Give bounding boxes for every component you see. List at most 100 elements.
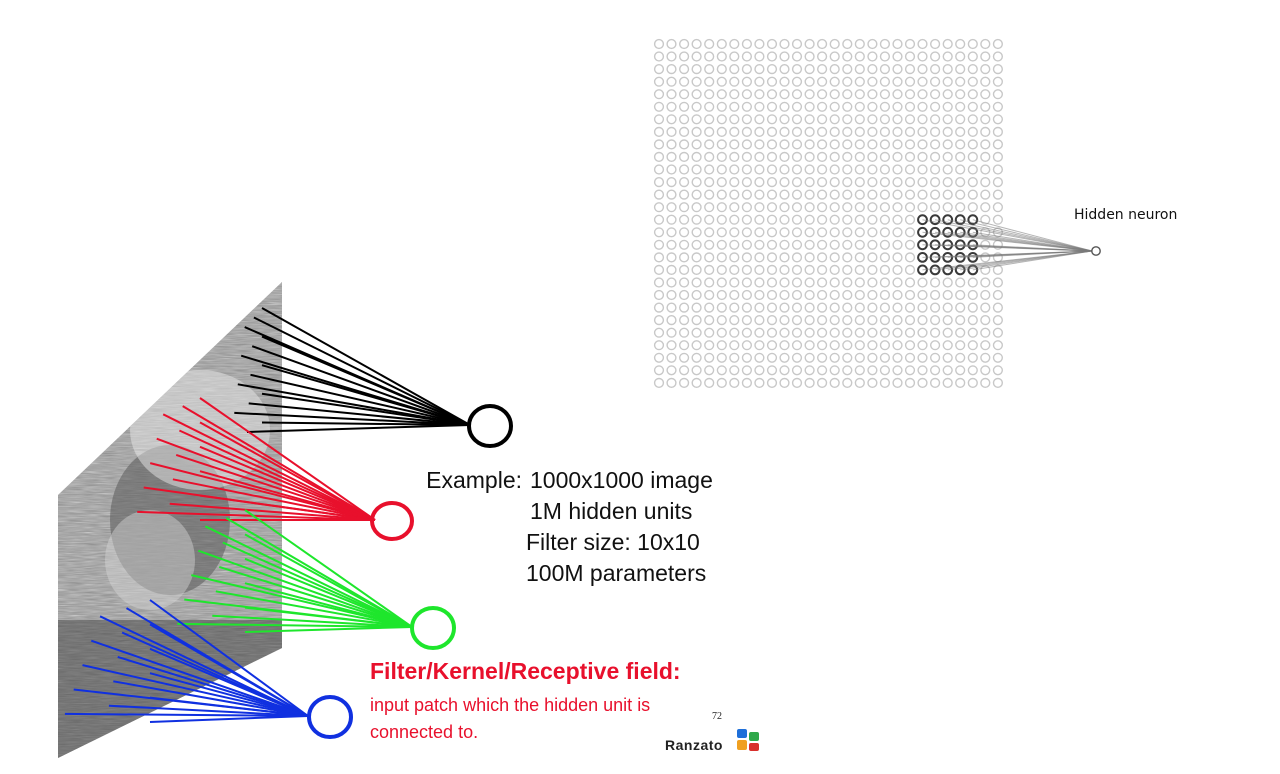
input-neuron [854, 264, 865, 276]
input-neuron [791, 252, 803, 263]
filter-description-line1: input patch which the hidden unit is [370, 695, 651, 715]
connection-line [177, 622, 413, 628]
input-neuron [879, 101, 891, 112]
input-neuron [955, 139, 966, 150]
input-neuron [754, 89, 765, 100]
input-neuron [867, 315, 878, 326]
input-neuron [980, 340, 991, 351]
input-neuron [992, 89, 1004, 100]
receptive-patch-neuron [929, 226, 941, 238]
input-neuron [929, 302, 941, 313]
input-neuron [754, 139, 765, 150]
connection-line [261, 421, 471, 426]
input-neuron [754, 164, 765, 175]
connection-line [117, 655, 309, 717]
input-neuron [766, 114, 778, 125]
input-neuron [967, 327, 978, 338]
input-neuron [867, 89, 878, 100]
input-neuron [980, 51, 991, 62]
connection-line [261, 307, 471, 426]
input-neuron [791, 63, 803, 75]
input-neuron [980, 214, 991, 225]
input-neuron [980, 63, 991, 75]
patch-link [960, 219, 1093, 252]
input-neuron [917, 177, 928, 188]
input-neuron [766, 202, 778, 213]
connection-line [244, 626, 413, 633]
input-neuron [716, 302, 727, 313]
input-neuron [942, 139, 953, 150]
hidden-unit-green [410, 606, 456, 650]
input-neuron [867, 377, 878, 389]
input-neuron [816, 51, 828, 62]
input-neuron [791, 264, 803, 276]
connection-line [244, 557, 413, 628]
input-neuron [955, 126, 966, 137]
input-neuron [980, 89, 991, 100]
input-neuron [854, 365, 865, 376]
input-neuron [678, 189, 690, 200]
input-neuron [917, 202, 928, 213]
input-neuron [829, 352, 840, 363]
input-neuron [754, 227, 765, 238]
input-neuron [992, 214, 1004, 225]
input-neuron [867, 264, 878, 276]
input-neuron [904, 189, 916, 200]
input-neuron [917, 151, 928, 163]
input-neuron [716, 139, 727, 150]
filter-description-line2: connected to. [370, 722, 479, 742]
connection-line [219, 565, 413, 628]
input-neuron [992, 365, 1004, 376]
input-neuron [716, 151, 727, 163]
input-neuron [867, 76, 878, 87]
input-neuron [666, 189, 677, 200]
input-neuron [892, 76, 903, 87]
input-neuron [766, 139, 778, 150]
input-neuron [955, 51, 966, 62]
input-neuron [791, 101, 803, 112]
input-neuron [942, 89, 953, 100]
input-neuron [942, 377, 953, 389]
input-neuron [804, 51, 815, 62]
input-neuron [992, 289, 1004, 301]
input-neuron [653, 315, 665, 326]
input-neuron [842, 239, 853, 250]
input-neuron [955, 101, 966, 112]
input-neuron [804, 302, 815, 313]
connection-line [244, 606, 413, 628]
input-neuron [955, 302, 966, 313]
input-neuron [741, 76, 753, 87]
input-neuron [804, 277, 815, 288]
input-neuron [980, 177, 991, 188]
input-neuron [904, 202, 916, 213]
input-neuron [779, 327, 790, 338]
connection-line [261, 364, 471, 426]
input-neuron [729, 51, 740, 62]
input-neuron [666, 365, 677, 376]
input-neuron [904, 252, 916, 263]
input-neuron [955, 327, 966, 338]
input-neuron [791, 76, 803, 87]
input-neuron [867, 289, 878, 301]
input-neuron [678, 177, 690, 188]
input-neuron [892, 189, 903, 200]
input-neuron [929, 151, 941, 163]
input-neuron [678, 89, 690, 100]
input-neuron [879, 126, 891, 137]
input-neuron [980, 315, 991, 326]
input-neuron [729, 189, 740, 200]
input-neuron [929, 76, 941, 87]
input-neuron [829, 365, 840, 376]
connections-blue [64, 599, 309, 723]
input-neuron [691, 277, 702, 288]
input-neuron [992, 101, 1004, 112]
input-neuron [666, 164, 677, 175]
input-neuron [904, 164, 916, 175]
input-neuron [779, 352, 790, 363]
input-neuron [992, 38, 1004, 50]
input-neuron [791, 164, 803, 175]
input-neuron [892, 214, 903, 225]
input-neuron [766, 352, 778, 363]
connection-line [149, 672, 309, 717]
input-neuron [754, 365, 765, 376]
